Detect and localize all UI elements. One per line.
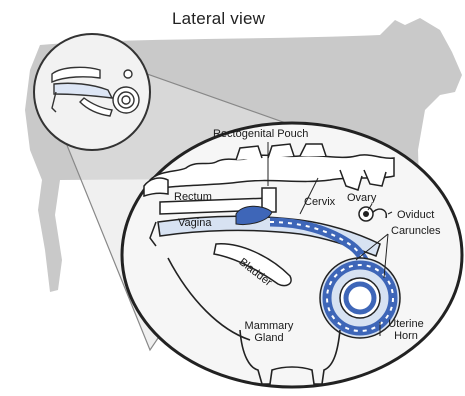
label-mammary-line2: Gland bbox=[234, 332, 304, 344]
label-vagina: Vagina bbox=[178, 217, 211, 229]
label-mammary-gland: Mammary Gland bbox=[234, 320, 304, 344]
label-cervix: Cervix bbox=[304, 196, 335, 208]
label-ovary: Ovary bbox=[347, 192, 376, 204]
page-title: Lateral view bbox=[172, 9, 265, 29]
inset-circle bbox=[34, 34, 150, 150]
label-uterine-horn-line2: Horn bbox=[378, 330, 434, 342]
label-uterine-horn: Uterine Horn bbox=[378, 318, 434, 342]
label-rectogenital-pouch: Rectogenital Pouch bbox=[213, 128, 308, 140]
label-caruncles: Caruncles bbox=[391, 225, 441, 237]
label-mammary-line1: Mammary bbox=[234, 320, 304, 332]
label-oviduct: Oviduct bbox=[397, 209, 434, 221]
label-rectum: Rectum bbox=[174, 191, 212, 203]
label-uterine-horn-line1: Uterine bbox=[378, 318, 434, 330]
